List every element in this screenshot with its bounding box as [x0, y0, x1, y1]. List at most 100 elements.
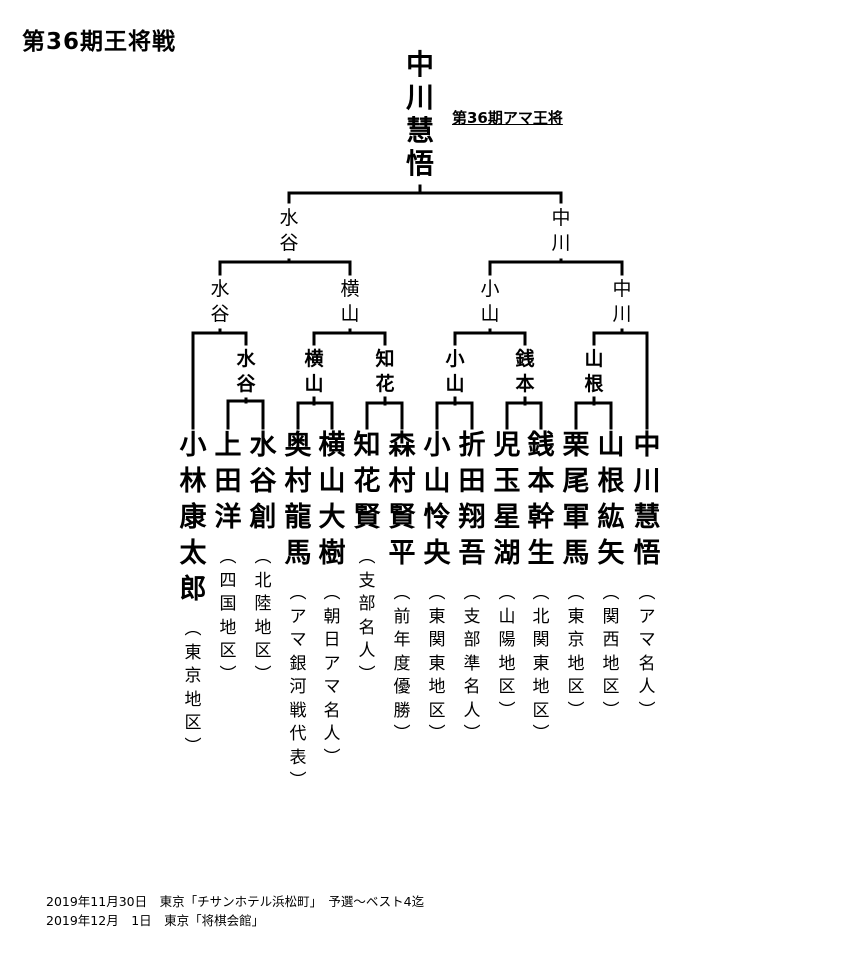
player-name-char: 翔 [458, 502, 486, 533]
player-name: 奥村龍馬 [285, 428, 312, 572]
player-name-char: 林 [179, 466, 207, 497]
qualification-char: 区 [567, 677, 585, 697]
player-name-char: 銭 [527, 430, 555, 461]
player-name-char: 谷 [249, 466, 277, 497]
player-entry: 山根紘矢︵関西地区︶ [593, 428, 629, 723]
player-name-char: 郎 [179, 574, 207, 605]
quarter-winner-char: 花 [375, 373, 395, 395]
player-name-char: 馬 [562, 538, 590, 569]
player-qualification: ︵北陸地区︶ [255, 546, 272, 687]
tournament-title: 第36期王将戦 [22, 29, 177, 55]
qualification-char: 名 [638, 653, 656, 674]
qualification-char: ︶ [358, 664, 376, 685]
qualification-char: 西 [602, 630, 620, 650]
qualification-char: 度 [393, 653, 411, 674]
quarter-winner-char: 小 [445, 348, 465, 370]
player-name-char: 慧 [633, 502, 661, 533]
quarter-winner-char: 銭 [515, 348, 535, 370]
player-entry: 児玉星湖︵山陽地区︶ [489, 428, 525, 723]
player-name-char: 村 [388, 466, 416, 497]
player-name-char: 知 [353, 430, 381, 461]
quarter-winner-char: 水 [236, 348, 256, 370]
quarter-winner-char: 谷 [236, 373, 256, 395]
qualification-char: ア [289, 606, 307, 627]
final-label-left: 水谷 [269, 206, 309, 256]
player-entry: 奥村龍馬︵アマ銀河戦代表︶ [280, 428, 316, 794]
player-name-char: 賢 [353, 502, 381, 533]
qualification-char: ︵ [428, 583, 446, 603]
player-name-char: 水 [249, 430, 277, 461]
qualification-char: ︶ [638, 700, 656, 721]
player-name-char: 栗 [562, 430, 590, 461]
qualification-char: 区 [602, 677, 620, 697]
qualification-char: 東 [184, 642, 202, 663]
qualification-char: 区 [428, 700, 446, 721]
player-name: 銭本幹生 [528, 428, 555, 572]
qualification-char: 地 [602, 653, 620, 674]
qualification-char: 支 [463, 606, 481, 627]
player-qualification: ︵支部準名人︶ [464, 582, 481, 747]
qualification-char: ︵ [498, 583, 516, 603]
quarter-winner-char: 山 [445, 373, 465, 395]
player-entry: 小林康太郎︵東京地区︶ [175, 428, 211, 759]
player-qualification: ︵東京地区︶ [568, 582, 585, 723]
champion-char: 慧 [405, 114, 434, 147]
player-name-char: 山 [597, 430, 625, 461]
qualification-char: 人 [323, 724, 341, 744]
player-name-char: 悟 [633, 538, 661, 569]
qualification-char: ︵ [323, 583, 341, 603]
player-entry: 水谷創︵北陸地区︶ [245, 428, 281, 687]
player-qualification: ︵北関東地区︶ [533, 582, 550, 747]
qualification-char: 東 [428, 653, 446, 674]
player-name: 森村賢平 [389, 428, 416, 572]
player-name-char: 馬 [284, 538, 312, 569]
qualification-char: ︶ [532, 724, 550, 744]
qualification-char: 年 [393, 630, 411, 650]
player-name-char: 樹 [318, 538, 346, 569]
quarter-winner-char: 本 [515, 373, 535, 395]
champion-label: 第36期アマ王将 [452, 109, 563, 127]
qualification-char: ︵ [289, 583, 307, 603]
qualification-char: 北 [532, 606, 550, 627]
qualification-char: ︶ [289, 771, 307, 791]
qualification-char: 部 [358, 594, 376, 614]
quarter-winner-char: 根 [584, 373, 604, 395]
quarter-winner-char: 山 [584, 348, 604, 370]
quarter-bracket-1 [191, 328, 248, 430]
final-bracket [287, 184, 563, 204]
player-name-char: 小 [423, 430, 451, 461]
player-qualification: ︵東京地区︶ [185, 618, 202, 759]
semifinal-label-1: 水谷 [200, 277, 240, 327]
qualification-char: 前 [393, 606, 411, 627]
player-name-char: 賢 [388, 502, 416, 533]
player-name-char: 太 [179, 538, 207, 569]
qualification-char: 勝 [393, 700, 411, 721]
qualification-char: ︵ [567, 583, 585, 603]
semifinal-label-2: 横山 [330, 277, 370, 327]
round1-bracket-4 [435, 396, 474, 430]
qualification-char: ︶ [393, 724, 411, 744]
qualification-char: マ [323, 677, 341, 697]
qualification-char: 人 [638, 677, 656, 697]
qualification-char: 東 [428, 606, 446, 627]
player-name-char: 森 [388, 430, 416, 461]
qualification-char: ︶ [184, 736, 202, 757]
event-date-1: 2019年11月30日 東京「チサンホテル浜松町」 予選～ベスト4迄 [46, 894, 425, 909]
player-name-char: 田 [458, 466, 486, 497]
qualification-char: 区 [532, 700, 550, 721]
qualification-char: 地 [219, 617, 237, 638]
event-date-2: 2019年12月 1日 東京「将棋会館」 [46, 913, 265, 928]
player-name-char: 生 [527, 538, 555, 569]
semifinal-winner-char: 谷 [210, 303, 230, 325]
champion-char: 悟 [405, 147, 434, 180]
qualification-char: 陸 [254, 594, 272, 614]
player-qualification: ︵朝日アマ名人︶ [324, 582, 341, 770]
player-name: 栗尾軍馬 [563, 428, 590, 572]
player-name-char: 玉 [493, 466, 521, 497]
finalist-char: 中 [551, 207, 571, 229]
finalist-char: 谷 [279, 232, 299, 254]
qualification-char: 名 [358, 617, 376, 638]
semifinal-winner-char: 川 [612, 303, 632, 325]
player-name-char: 大 [318, 502, 346, 533]
player-entry: 折田翔吾︵支部準名人︶ [454, 428, 490, 747]
